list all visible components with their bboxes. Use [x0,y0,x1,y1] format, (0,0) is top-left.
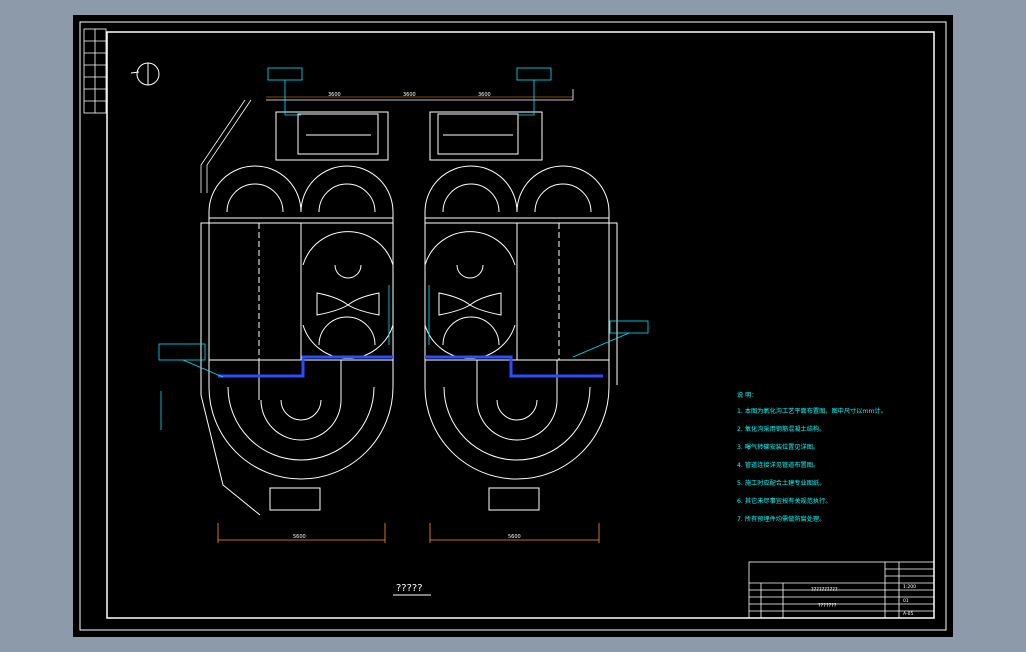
title-block-sub: ??????? [818,603,837,609]
cad-drawing-viewport[interactable]: 5600 5600 3600 3600 3600 ????? 说 明： 1. 本… [73,15,953,637]
svg-text:2. 氧化沟采用钢筋混凝土结构。: 2. 氧化沟采用钢筋混凝土结构。 [737,425,825,433]
svg-text:3. 曝气转碟安装位置见详图。: 3. 曝气转碟安装位置见详图。 [737,443,819,451]
svg-text:1. 本图为氧化沟工艺平面布置图，图中尺寸以mm计。: 1. 本图为氧化沟工艺平面布置图，图中尺寸以mm计。 [737,407,887,415]
right-oxidation-ditch [424,111,618,511]
left-oxidation-ditch [200,111,394,516]
dim-label: 5600 [293,534,306,540]
dim-label: 3600 [478,92,491,98]
dimension-lines [217,523,600,543]
svg-text:6. 其它未尽事宜按有关规范执行。: 6. 其它未尽事宜按有关规范执行。 [737,497,832,505]
outer-frame [79,21,947,631]
left-revision-strip [83,28,107,114]
svg-text:7. 所有预埋件均需做防腐处理。: 7. 所有预埋件均需做防腐处理。 [737,515,825,523]
svg-text:5. 施工时应配合土建专业图纸。: 5. 施工时应配合土建专业图纸。 [737,479,825,487]
cad-drawing: 5600 5600 3600 3600 3600 ????? 说 明： 1. 本… [79,21,947,631]
top-pipe [266,89,574,101]
title-block-sheet: 01 [903,598,909,604]
title-block [748,561,935,619]
dim-label: 3600 [328,92,341,98]
title-block-main: ?????????? [811,587,838,593]
north-arrow-icon [130,62,160,86]
dim-label: 3600 [403,92,416,98]
left-diagonal-pipe [200,99,246,193]
inner-frame [106,31,935,619]
drawing-title: ????? [396,583,423,594]
right-blue-pipe [425,355,603,378]
svg-text:4. 管道连接详见管道布置图。: 4. 管道连接详见管道布置图。 [737,461,819,469]
cyan-leaders [158,67,649,430]
title-block-number: A-05 [903,611,913,617]
dim-label: 5600 [508,534,521,540]
left-blue-pipe [218,355,393,378]
title-block-scale: 1:200 [903,584,916,590]
svg-text:说 明：: 说 明： [737,391,758,399]
notes-block: 说 明： 1. 本图为氧化沟工艺平面布置图，图中尺寸以mm计。 2. 氧化沟采用… [737,391,887,523]
